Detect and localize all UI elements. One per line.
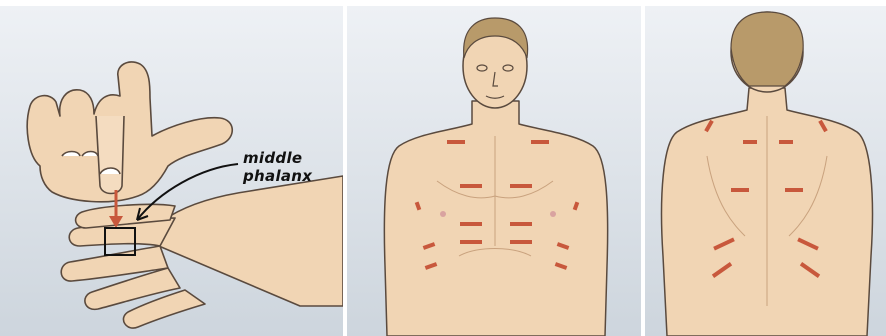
posterior-chest-panel xyxy=(645,6,886,336)
annotation-label-line1: middle xyxy=(243,150,302,167)
anterior-chest-panel xyxy=(347,6,641,336)
back-of-head-hair xyxy=(731,12,803,86)
posterior-torso-illustration xyxy=(645,6,886,336)
annotation-label-line2: phalanx xyxy=(243,168,312,185)
anterior-torso-illustration xyxy=(347,6,641,336)
hand-percussion-panel: middle phalanx xyxy=(0,6,343,336)
